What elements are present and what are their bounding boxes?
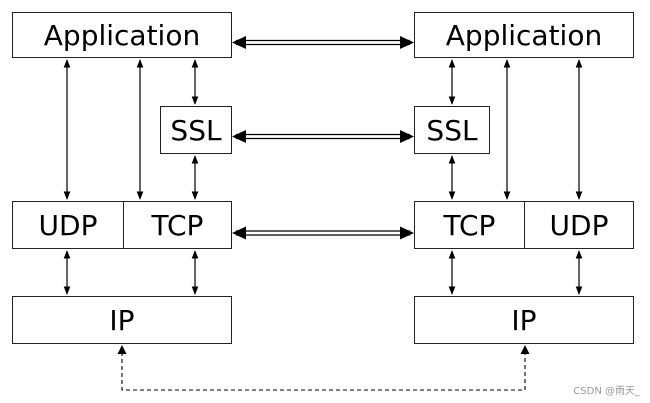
left-application-box: Application bbox=[12, 12, 232, 58]
tcp-peer-arrow bbox=[232, 226, 414, 240]
right-ip-box: IP bbox=[414, 296, 634, 344]
right-ip-label: IP bbox=[511, 303, 537, 337]
right-tcp-box: TCP bbox=[414, 201, 525, 249]
left-udp-box: UDP bbox=[12, 201, 124, 249]
right-ssl-box: SSL bbox=[414, 106, 490, 154]
right-application-label: Application bbox=[445, 18, 603, 52]
left-ip-box: IP bbox=[12, 296, 232, 344]
left-tcp-label: TCP bbox=[151, 208, 204, 242]
right-udp-label: UDP bbox=[549, 208, 609, 242]
right-udp-box: UDP bbox=[524, 201, 634, 249]
left-ssl-box: SSL bbox=[160, 106, 232, 154]
left-ip-label: IP bbox=[109, 303, 135, 337]
right-application-box: Application bbox=[414, 12, 634, 58]
watermark-text: CSDN @雨天_ bbox=[573, 386, 640, 397]
ip-dashed-link bbox=[117, 345, 530, 391]
left-udp-label: UDP bbox=[38, 208, 98, 242]
application-peer-arrow bbox=[232, 36, 414, 49]
right-ssl-label: SSL bbox=[426, 113, 478, 147]
ssl-peer-arrow bbox=[232, 130, 414, 143]
left-ssl-label: SSL bbox=[170, 113, 222, 147]
left-tcp-box: TCP bbox=[123, 201, 232, 249]
right-tcp-label: TCP bbox=[443, 208, 496, 242]
left-application-label: Application bbox=[43, 18, 201, 52]
